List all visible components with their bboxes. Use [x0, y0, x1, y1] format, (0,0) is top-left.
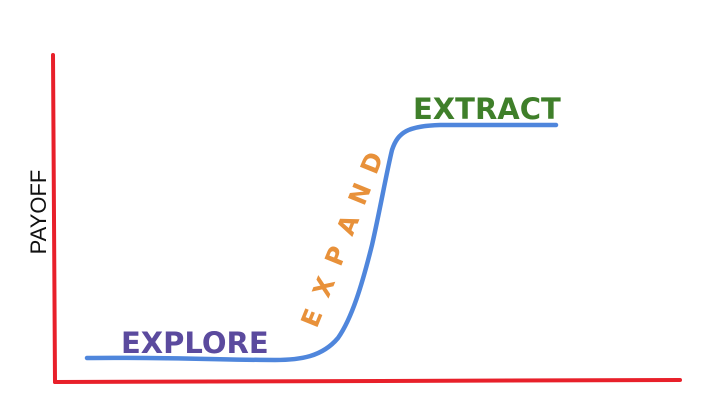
- y-axis-label: PAYOFF: [26, 170, 51, 255]
- phase-label-extract: EXTRACT: [413, 92, 561, 126]
- expand-letter: X: [307, 273, 341, 302]
- expand-letter: N: [343, 179, 378, 209]
- y-axis: [51, 53, 57, 384]
- expand-letter: A: [331, 210, 365, 239]
- phase-label-explore: EXPLORE: [121, 326, 269, 360]
- expand-letter: D: [355, 148, 390, 178]
- x-axis: [53, 378, 682, 384]
- expand-letter: E: [295, 305, 328, 332]
- expand-letter: P: [319, 242, 353, 270]
- s-curve-line: [84, 122, 559, 363]
